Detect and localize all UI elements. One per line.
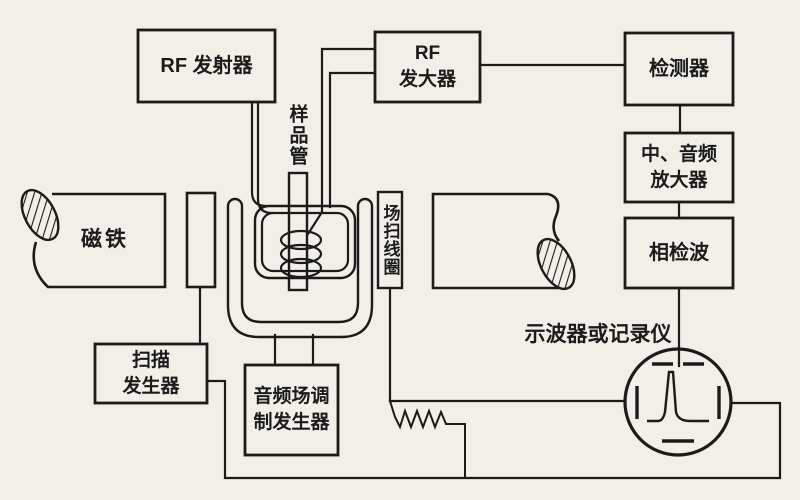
sweep-coil-left	[185, 191, 217, 289]
rf-transmitter-label: RF 发射器	[160, 54, 253, 77]
wire-rftx-probe-inner	[256, 100, 274, 215]
oscilloscope-label: 示波器或记录仪	[524, 322, 672, 346]
magnet-right	[431, 192, 576, 291]
rf-amplifier-label: RF 发大器	[398, 43, 456, 90]
wire-rftx-probe-outer	[250, 100, 268, 208]
wires	[198, 47, 782, 480]
block-boxes	[93, 28, 735, 457]
magnet-right-body	[431, 192, 566, 290]
rf-coil-turn	[279, 243, 323, 265]
magnet-left	[20, 188, 167, 289]
rf-coil-turn	[279, 229, 323, 251]
detector-label: 检测器	[649, 57, 709, 80]
field-sweep-coil-box	[376, 190, 404, 290]
phase-detector-box	[623, 216, 735, 290]
rf-coil-turn	[279, 257, 323, 279]
af-modulation-generator-label: 音频场调 制发生器	[253, 386, 330, 433]
rf-transmitter-box	[136, 28, 277, 104]
magnet-right-pole-face	[536, 237, 576, 291]
probe-housing-outer	[253, 204, 357, 280]
magnet-left-pole-face	[20, 188, 60, 242]
magnet-left-body	[32, 192, 167, 289]
resistor-zigzag	[388, 399, 466, 479]
wire-bottom-bus	[205, 379, 782, 480]
modulation-coil-u-tube	[226, 197, 374, 339]
wire-probe-rfamp-1	[306, 47, 377, 236]
rf-amplifier-box	[373, 30, 482, 104]
detector-box	[623, 31, 735, 107]
oscilloscope-screen	[623, 347, 733, 457]
oscilloscope	[623, 347, 733, 457]
magnet-label: 磁铁	[81, 227, 129, 251]
sample-tube-label: 样品管	[286, 103, 308, 167]
wire-probe-rfamp-2	[328, 71, 377, 209]
af-modulation-generator-box	[243, 363, 340, 457]
sweep-generator-label: 扫描 发生器	[122, 349, 180, 397]
nmr-peak-trace	[647, 370, 709, 423]
probe-housing-inner	[260, 211, 350, 273]
if-af-amplifier-label: 中、音频 放大器	[640, 143, 717, 191]
if-af-amplifier-box	[623, 131, 735, 204]
field-sweep-coil-label: 场扫线圈	[380, 204, 400, 276]
sweep-generator-box	[93, 342, 209, 405]
phase-detector-label: 相检波	[649, 241, 709, 264]
probe-assembly	[226, 171, 374, 339]
